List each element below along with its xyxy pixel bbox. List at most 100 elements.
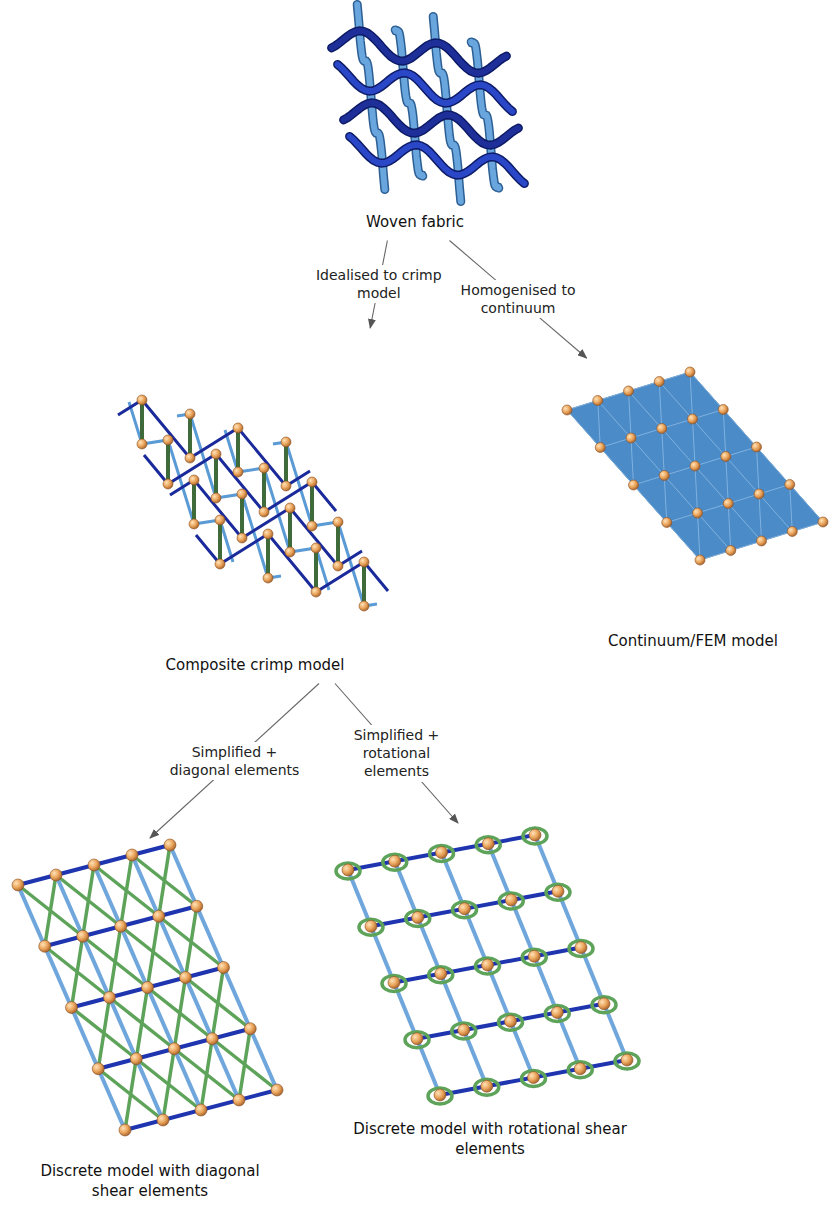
node-sphere [189,519,199,529]
node-sphere [342,864,354,876]
mesh-line [634,447,757,485]
mesh-line [728,504,731,551]
crimp-link [188,414,192,458]
warp-element [98,1029,250,1069]
node-sphere [434,1089,446,1101]
rotational-shear-element [476,958,500,974]
model-caption: Composite crimp model [105,656,405,676]
mesh-line [667,485,790,523]
rotational-shear-element [615,1053,639,1069]
warp-element [371,891,558,926]
diagonal-shear-element [45,875,56,946]
weft-element [395,861,487,1086]
node-sphere [757,536,767,546]
node-sphere [153,910,165,922]
diagonal-shear-element [212,968,223,1039]
model-caption: Discrete model with rotational shear ele… [350,1120,630,1159]
node-sphere [211,493,221,503]
crimp-link [214,454,218,498]
node-sphere [436,847,448,859]
node-sphere [458,1024,470,1036]
node-sphere [528,1072,540,1084]
rotational-shear-element [523,828,547,844]
model-caption: Woven fabric [310,213,520,233]
mesh-line [567,372,690,410]
mesh-line [598,401,731,551]
rotational-shear-element [429,967,453,983]
node-sphere [659,471,669,481]
node-sphere [66,1002,78,1014]
model-panel: Composite crimp model [95,330,415,682]
flow-connector [450,241,587,359]
node-sphere [142,982,154,994]
crimp-link [310,482,314,526]
warp-element [348,835,535,870]
weft-element [18,885,125,1130]
node-sphere [529,829,541,841]
mesh-line [790,485,793,532]
node-sphere [333,561,343,571]
node-sphere [505,1015,517,1027]
node-sphere [688,414,698,424]
node-sphere [662,518,672,528]
node-sphere [481,1080,493,1092]
node-sphere [721,452,731,462]
edge-label: Simplified + diagonal elements [167,742,303,780]
node-sphere [126,849,138,861]
crimp-link [166,440,170,484]
node-sphere [333,517,343,527]
warp-yarn [332,31,507,73]
mesh-line [700,522,823,560]
rotational-shear-element [428,1088,452,1104]
diagonal-shear-element [186,906,197,977]
node-sphere [752,442,762,452]
warp-element [417,1004,604,1039]
mesh-line [693,419,696,466]
mesh-line [600,410,723,448]
weft-element [170,845,277,1090]
node-sphere [271,1084,283,1096]
node-sphere [629,480,639,490]
crimp-link [192,480,196,524]
node-sphere [411,1033,423,1045]
node-sphere [626,433,636,443]
mesh-line [723,410,726,457]
node-sphere [388,977,400,989]
node-sphere [218,962,230,974]
rotational-shear-element [546,884,570,900]
diagonal-shear-element [72,936,83,1007]
node-sphere [562,405,572,415]
node-sphere [311,587,321,597]
diagonal-shear-element [174,978,185,1049]
weft-element [442,853,534,1078]
diagonal-shear-element [125,1059,136,1130]
node-sphere [685,367,695,377]
warp-yarn [344,103,519,145]
rotational-shear-element [383,854,407,870]
node-sphere [552,885,564,897]
mesh-line [690,372,823,522]
node-sphere [263,573,273,583]
mesh-line [662,429,665,476]
node-sphere [233,467,243,477]
model-panel: Discrete model with rotational shear ele… [330,825,650,1165]
node-sphere [206,1033,218,1045]
node-sphere [528,950,540,962]
node-sphere [233,423,243,433]
node-sphere [168,1043,180,1055]
node-sphere [157,1114,169,1126]
diagonal-shear-element [163,1049,174,1120]
node-sphere [237,489,247,499]
rotational-shear-element [430,846,454,862]
rotational-shear-element [499,1014,523,1030]
node-sphere [263,529,273,539]
crimp-link [262,468,266,512]
rotational-shear-element [453,902,477,918]
weft-element [94,865,201,1110]
mesh-line [659,382,792,532]
node-sphere [695,555,705,565]
rotational-shear-element [382,976,406,992]
edge-label: Homogenised to continuum [450,280,586,318]
node-sphere [690,461,700,471]
